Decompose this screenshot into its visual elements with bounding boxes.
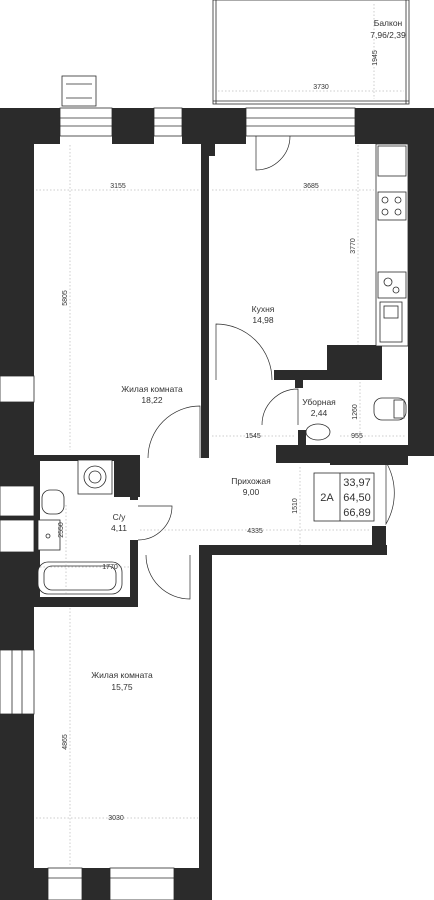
room-labels: Балкон 7,96/2,39 Кухня 14,98 Жилая комна… <box>91 18 406 692</box>
dim-hall-width-a: 1545 <box>245 433 261 440</box>
room-name-kitchen: Кухня <box>252 304 275 314</box>
dim-hall-length: 4335 <box>247 528 263 535</box>
room-name-balcony: Балкон <box>374 18 403 28</box>
living-area: 33,97 <box>343 477 371 489</box>
total-area-with-balcony: 66,89 <box>343 507 371 519</box>
dim-living2-width: 3030 <box>108 815 124 822</box>
bathroom-fixtures <box>37 459 123 595</box>
dim-toilet-width: 955 <box>351 433 363 440</box>
room-area-living2: 15,75 <box>111 682 133 692</box>
dim-balcony-depth: 1945 <box>372 50 379 66</box>
toilet-fixtures <box>305 397 407 441</box>
walls <box>0 108 434 900</box>
room-area-toilet: 2,44 <box>311 408 328 418</box>
apartment-type: 2А <box>320 492 334 504</box>
area-summary: 2А 33,97 64,50 66,89 <box>313 472 375 522</box>
room-area-bathroom: 4,11 <box>111 523 127 533</box>
dim-living1-width: 3155 <box>110 183 126 190</box>
room-name-hallway: Прихожая <box>231 476 271 486</box>
dim-toilet-length: 1260 <box>352 404 359 420</box>
dim-living2-length: 4865 <box>62 734 69 750</box>
dim-living1-length: 5805 <box>62 290 69 306</box>
room-area-kitchen: 14,98 <box>252 315 274 325</box>
dimension-labels: 1945 3730 3155 3685 5805 3770 1545 955 1… <box>58 50 379 822</box>
dimension-lines <box>36 145 406 866</box>
room-area-living1: 18,22 <box>141 395 163 405</box>
room-name-bathroom: С/у <box>113 512 127 522</box>
windows <box>0 75 356 900</box>
room-name-living1: Жилая комната <box>121 384 183 394</box>
doors <box>137 135 395 600</box>
room-name-toilet: Уборная <box>302 397 336 407</box>
room-name-living2: Жилая комната <box>91 670 153 680</box>
dim-bath-length: 2550 <box>58 522 65 538</box>
room-area-hallway: 9,00 <box>243 487 260 497</box>
dim-bath-width: 1770 <box>102 564 118 571</box>
total-area: 64,50 <box>343 492 371 504</box>
kitchen-fixtures <box>375 143 409 347</box>
dim-kitchen-length: 3770 <box>350 238 357 254</box>
room-area-balcony: 7,96/2,39 <box>370 30 406 40</box>
dim-balcony-width: 3730 <box>313 84 329 91</box>
balcony <box>212 0 410 105</box>
dim-kitchen-width: 3685 <box>303 183 319 190</box>
dim-hall-depth: 1510 <box>292 498 299 514</box>
